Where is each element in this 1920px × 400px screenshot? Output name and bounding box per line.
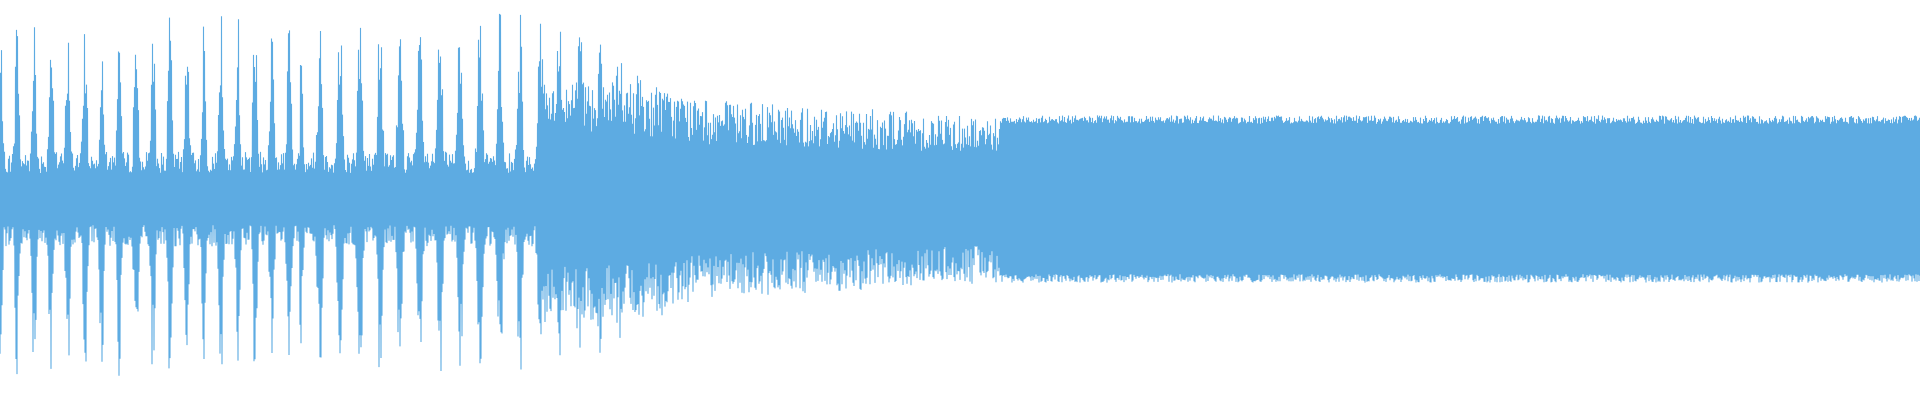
waveform-trace (0, 13, 1920, 376)
